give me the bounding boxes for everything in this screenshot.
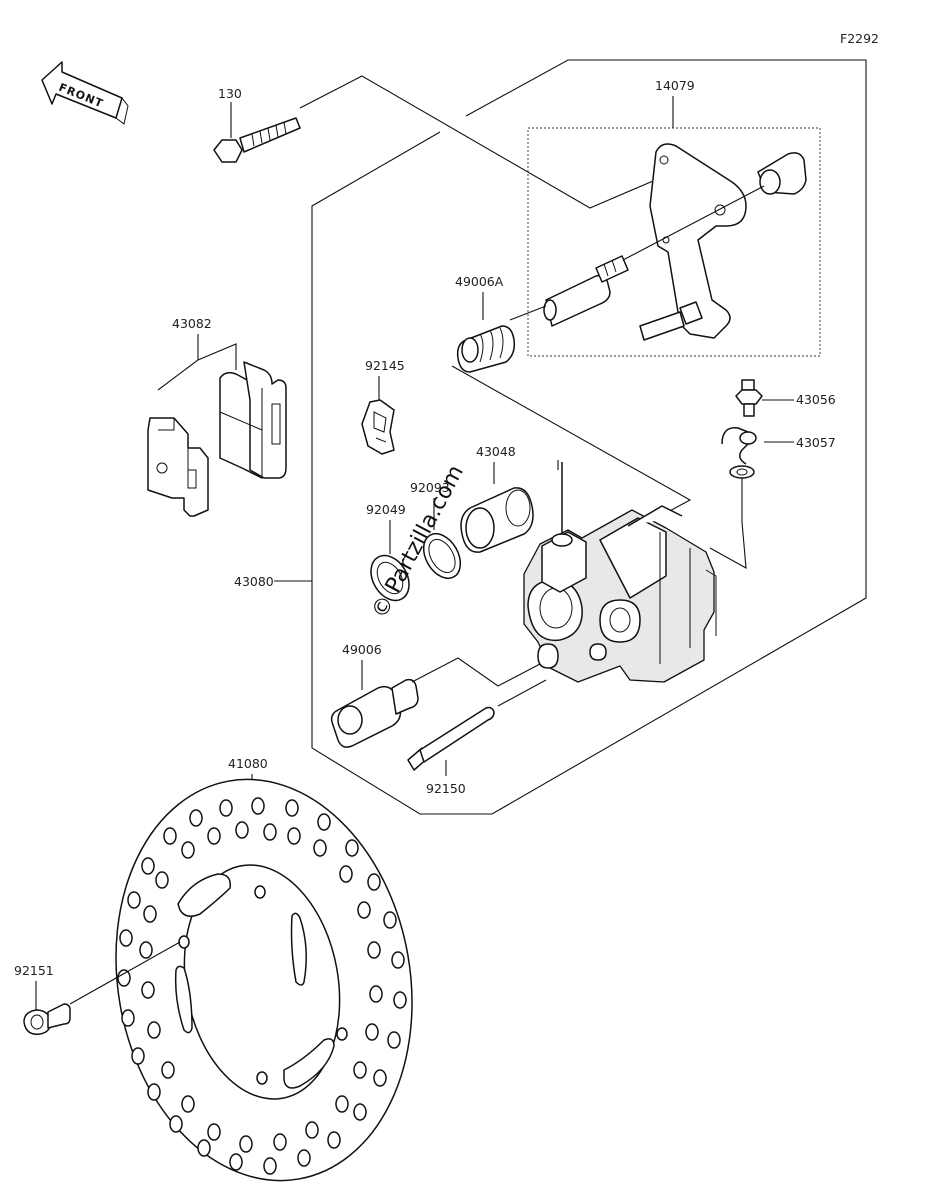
piston-43048[interactable]: [460, 487, 534, 553]
brake-pad-left[interactable]: [147, 417, 209, 517]
front-arrow-icon: FRONT: [41, 61, 129, 125]
slide-pin-upper[interactable]: [543, 255, 629, 327]
brake-disc-41080[interactable]: [85, 756, 443, 1200]
part-label-92151[interactable]: 92151: [14, 963, 54, 978]
caliper-bracket-14079[interactable]: [639, 143, 807, 341]
disc-bolt-92151[interactable]: [23, 1003, 71, 1035]
part-label-130[interactable]: 130: [218, 86, 242, 101]
piston-seal-92049[interactable]: [363, 549, 416, 608]
part-label-92049[interactable]: 92049: [366, 502, 406, 517]
part-label-49006[interactable]: 49006: [342, 642, 382, 657]
part-label-92093[interactable]: 92093: [410, 480, 450, 495]
dust-seal-92093[interactable]: [416, 527, 468, 585]
part-label-43048[interactable]: 43048: [476, 444, 516, 459]
disc-holes: [117, 797, 407, 1175]
bleeder-cap-43057[interactable]: [721, 427, 757, 479]
part-label-49006A[interactable]: 49006A: [455, 274, 504, 289]
part-label-92145[interactable]: 92145: [365, 358, 405, 373]
figure-code: F2292: [840, 31, 879, 46]
part-label-43056[interactable]: 43056: [796, 392, 836, 407]
assembly-outline-43080: [311, 59, 867, 815]
bleeder-valve-43056[interactable]: [735, 379, 763, 417]
pad-pin-92150[interactable]: [407, 706, 495, 771]
part-label-43080[interactable]: 43080: [234, 574, 274, 589]
part-label-92150[interactable]: 92150: [426, 781, 466, 796]
part-label-14079[interactable]: 14079: [655, 78, 695, 93]
brake-pad-right[interactable]: [219, 361, 287, 479]
part-label-41080[interactable]: 41080: [228, 756, 268, 771]
flange-bolt-130[interactable]: [213, 117, 301, 163]
rubber-boot-49006[interactable]: [330, 678, 419, 748]
rubber-boot-49006A[interactable]: [456, 325, 516, 373]
caliper-body[interactable]: [523, 462, 717, 683]
part-label-43082[interactable]: 43082: [172, 316, 212, 331]
part-label-43057[interactable]: 43057: [796, 435, 836, 450]
pad-spring-92145[interactable]: [361, 399, 395, 455]
